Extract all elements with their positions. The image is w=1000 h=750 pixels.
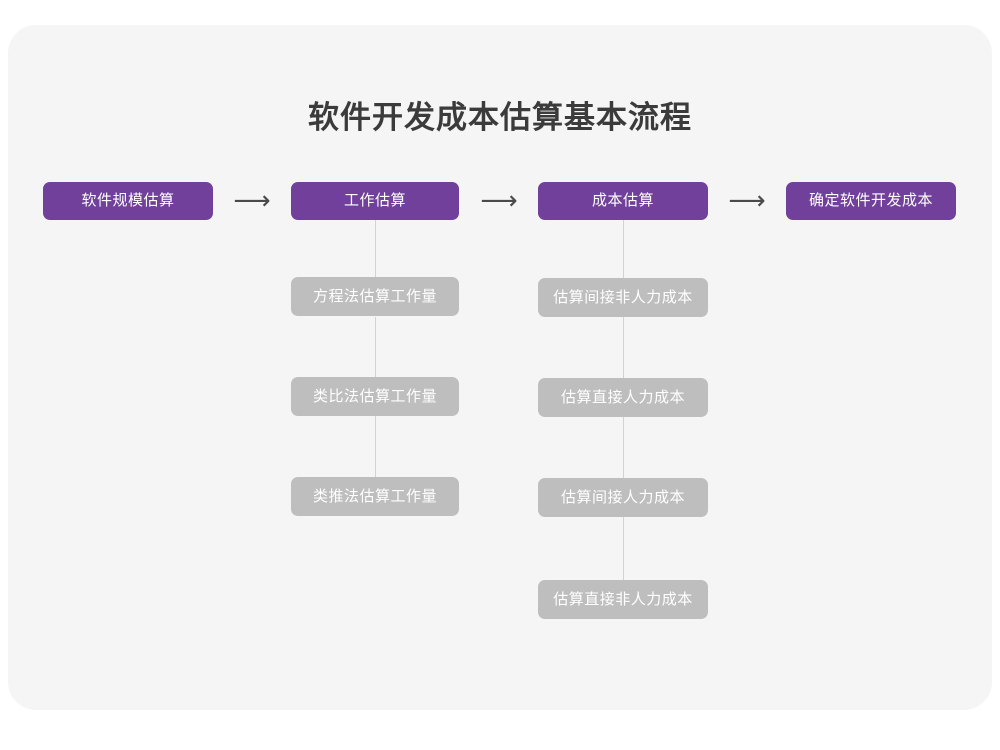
flow-subnode-stage2-1[interactable]: 方程法估算工作量 bbox=[291, 277, 459, 316]
flow-subnode-stage3-2[interactable]: 估算直接人力成本 bbox=[538, 378, 708, 417]
flow-node-stage-3[interactable]: 成本估算 bbox=[538, 182, 708, 220]
flow-node-stage-1[interactable]: 软件规模估算 bbox=[43, 182, 213, 220]
flow-subnode-stage3-3[interactable]: 估算间接人力成本 bbox=[538, 478, 708, 517]
connector-line-stage2-sub1 bbox=[375, 220, 376, 280]
flow-subnode-stage2-2[interactable]: 类比法估算工作量 bbox=[291, 377, 459, 416]
flow-subnode-stage2-3[interactable]: 类推法估算工作量 bbox=[291, 477, 459, 516]
flow-node-stage-4[interactable]: 确定软件开发成本 bbox=[786, 182, 956, 220]
flow-node-stage-2[interactable]: 工作估算 bbox=[291, 182, 459, 220]
long-right-arrow-icon: ⟶ bbox=[480, 186, 518, 216]
long-right-arrow-icon: ⟶ bbox=[728, 186, 766, 216]
connector-line-stage3-sub1 bbox=[623, 220, 624, 281]
flow-subnode-stage3-1[interactable]: 估算间接非人力成本 bbox=[538, 278, 708, 317]
connector-line-stage3-sub3 bbox=[623, 416, 624, 478]
flow-subnode-stage3-4[interactable]: 估算直接非人力成本 bbox=[538, 580, 708, 619]
connector-line-stage3-sub2 bbox=[623, 317, 624, 379]
long-right-arrow-icon: ⟶ bbox=[233, 186, 271, 216]
connector-line-stage2-sub2 bbox=[375, 317, 376, 379]
page-title: 软件开发成本估算基本流程 bbox=[308, 100, 692, 135]
diagram-card-background bbox=[8, 25, 992, 710]
connector-line-stage3-sub4 bbox=[623, 517, 624, 581]
connector-line-stage2-sub3 bbox=[375, 416, 376, 478]
